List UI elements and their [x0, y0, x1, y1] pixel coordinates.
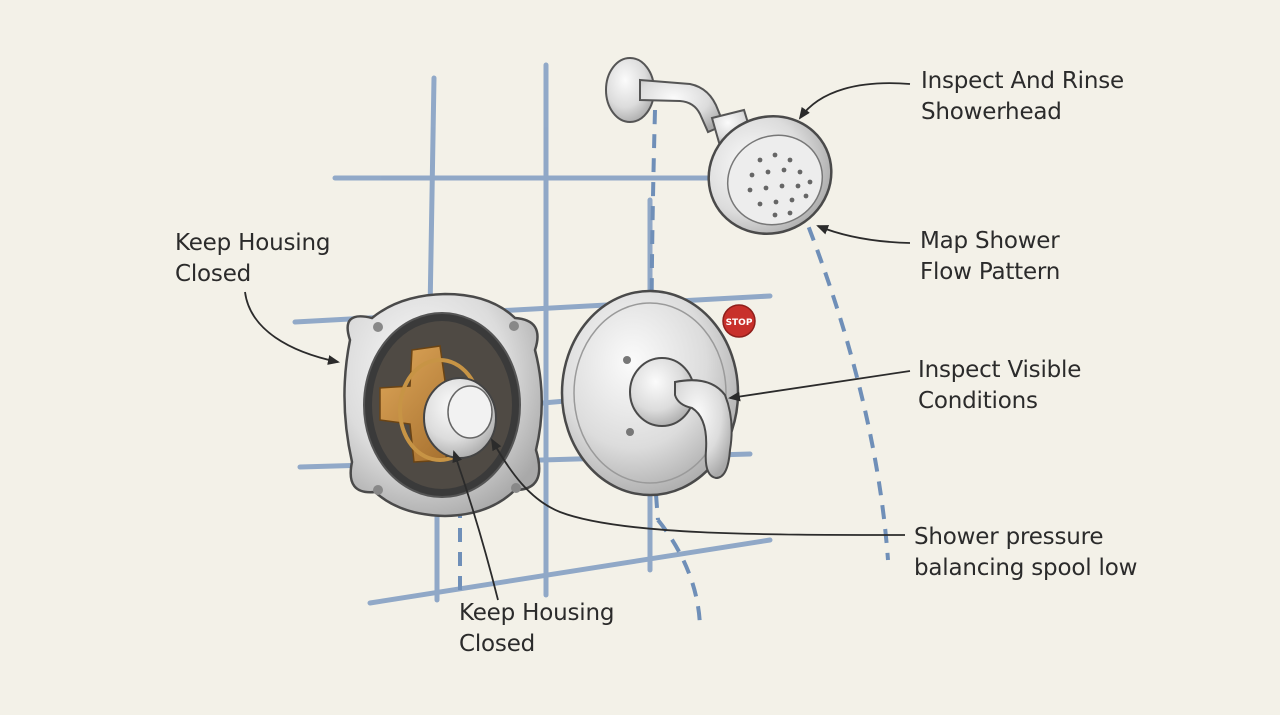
- label-inspect-visible-conditions: Inspect Visible Conditions: [918, 355, 1081, 417]
- label-line: Closed: [459, 631, 536, 657]
- valve-trim-plate: [560, 289, 740, 497]
- label-line: Conditions: [918, 388, 1038, 414]
- stop-sign-text: STOP: [726, 318, 753, 328]
- label-line: Shower pressure: [914, 524, 1104, 550]
- label-line: Map Shower: [920, 228, 1060, 254]
- leader-lines: [244, 82, 911, 601]
- label-keep-housing-closed-top: Keep Housing Closed: [175, 228, 330, 290]
- valve-housing-open: [343, 292, 543, 518]
- label-line: Closed: [175, 261, 252, 287]
- leader-housing-bottom: [452, 450, 499, 601]
- leader-spool: [491, 438, 906, 536]
- stop-sign-icon: STOP: [722, 304, 756, 338]
- label-pressure-balancing-spool: Shower pressure balancing spool low: [914, 522, 1137, 584]
- label-map-flow-pattern: Map Shower Flow Pattern: [920, 226, 1060, 288]
- label-line: Keep Housing: [459, 600, 615, 626]
- label-line: balancing spool low: [914, 555, 1138, 581]
- label-line: Showerhead: [921, 99, 1062, 125]
- shower-arm: [605, 57, 726, 134]
- label-keep-housing-closed-bottom: Keep Housing Closed: [459, 598, 614, 660]
- label-inspect-showerhead: Inspect And Rinse Showerhead: [921, 66, 1124, 128]
- leader-showerhead: [798, 82, 911, 120]
- label-line: Flow Pattern: [920, 259, 1061, 285]
- showerhead-icon: [707, 108, 833, 235]
- label-line: Keep Housing: [175, 230, 331, 256]
- leader-housing-top: [244, 291, 340, 365]
- leader-visible: [728, 370, 911, 402]
- label-line: Inspect Visible: [918, 357, 1082, 383]
- label-line: Inspect And Rinse: [921, 68, 1124, 94]
- leader-flow: [816, 225, 911, 244]
